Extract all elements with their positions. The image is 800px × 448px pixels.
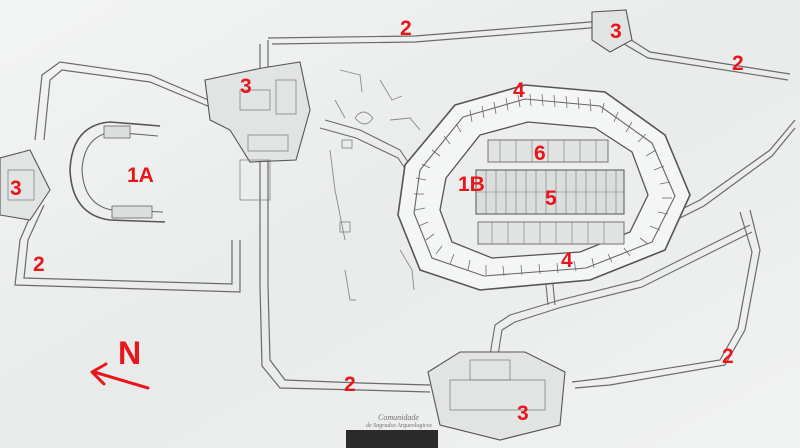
bastions: [0, 9, 633, 441]
caption-line-2: de Sagrados Arqueologicos: [366, 423, 432, 429]
marker-3-northeast-bastion: 3: [610, 20, 622, 43]
marker-6: 6: [534, 142, 546, 165]
interior-features: [329, 69, 421, 301]
marker-3-northwest-gate: 3: [240, 75, 252, 98]
barrack-grid: [476, 140, 624, 244]
marker-3-south-bastion: 3: [517, 402, 529, 425]
hexagon-ring-cells: [414, 93, 672, 277]
marker-5: 5: [545, 187, 557, 210]
caption-line-1: Comunidade: [378, 413, 419, 422]
marker-2-north-wall: 2: [400, 17, 412, 40]
marker-4-south-ring: 4: [561, 249, 573, 272]
marker-2-west-wall: 2: [33, 253, 45, 276]
marker-1b-hexagon-fort: 1B: [458, 173, 485, 196]
marker-1a-horseshoe-fort: 1A: [127, 164, 154, 187]
north-arrow: [90, 362, 150, 390]
marker-2-south-wall: 2: [344, 373, 356, 396]
marker-4-north-ring: 4: [513, 79, 525, 102]
north-label: N: [118, 335, 142, 371]
marker-2-east-wall: 2: [732, 52, 744, 75]
dark-label-strip: [346, 430, 438, 448]
causeways: [319, 119, 753, 356]
horseshoe-fort: [69, 121, 166, 223]
bastion-details: [7, 79, 546, 411]
marker-3-west-bastion: 3: [10, 177, 22, 200]
marker-2-southeast-wall: 2: [722, 345, 734, 368]
